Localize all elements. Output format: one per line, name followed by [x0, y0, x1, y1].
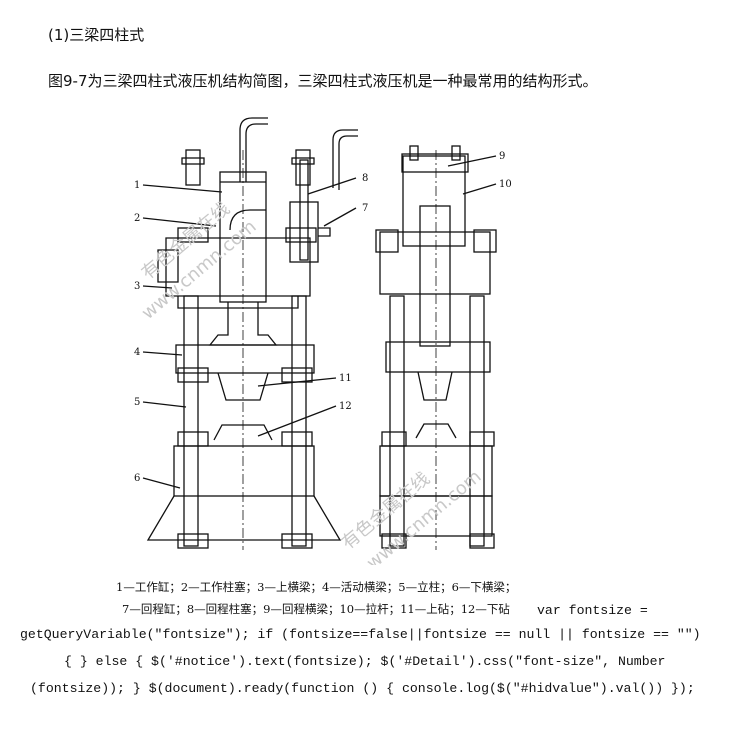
- callout-2: 2: [134, 213, 140, 224]
- callout-6: 6: [134, 473, 140, 484]
- intro-paragraph: 图9-7为三梁四柱式液压机结构简图，三梁四柱式液压机是一种最常用的结构形式。: [48, 72, 598, 90]
- callout-12: 12: [339, 401, 352, 412]
- callout-1: 1: [134, 180, 140, 191]
- callout-3: 3: [134, 281, 140, 292]
- callout-7: 7: [362, 203, 368, 214]
- section-heading: (1)三梁四柱式: [48, 26, 145, 44]
- code-text-line-1: var fontsize =: [537, 603, 648, 618]
- callout-4: 4: [134, 347, 140, 358]
- callout-10: 10: [499, 179, 512, 190]
- code-text-line-3: { } else { $('#notice').text(fontsize); …: [64, 654, 666, 669]
- press-structure-diagram: 1 2 3 4 5 6 7 8 9 10 11 12 有色金属在线 www.cn…: [134, 117, 512, 565]
- figure-caption-line-1: 1—工作缸；2—工作柱塞；3—上横梁；4—活动横梁；5—立柱；6—下横梁；: [116, 580, 517, 594]
- callout-8: 8: [362, 173, 368, 184]
- code-text-line-2: getQueryVariable("fontsize"); if (fontsi…: [20, 627, 701, 642]
- callout-11: 11: [339, 373, 352, 384]
- figure-caption-line-2: 7—回程缸；8—回程柱塞；9—回程横梁；10—拉杆；11—上砧；12—下砧: [122, 602, 510, 616]
- callout-5: 5: [134, 397, 140, 408]
- callout-9: 9: [499, 151, 505, 162]
- code-text-line-4: (fontsize)); } $(document).ready(functio…: [30, 681, 695, 696]
